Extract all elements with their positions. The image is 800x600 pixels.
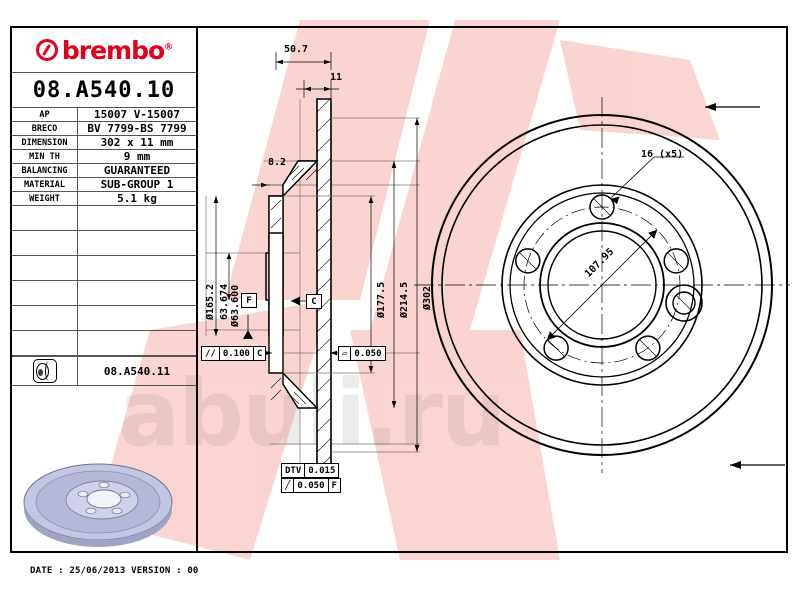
gdt-dtv: DTV 0.015 <box>281 463 340 478</box>
gdt-value: 0.050 <box>350 347 384 360</box>
gdt-datum: C <box>252 347 265 360</box>
secondary-part-row: 08.A540.11 <box>12 356 196 386</box>
gdt-label: DTV <box>285 465 302 476</box>
brembo-mark-icon <box>35 39 58 61</box>
disc-pictogram <box>12 357 78 385</box>
hole-callout: 16 (x5) <box>641 149 684 160</box>
gdt-value: 0.100 <box>218 347 253 360</box>
gdt-value: 0.015 <box>304 464 338 477</box>
row-value: BV 7799-BS 7799 <box>87 122 187 135</box>
gdt-datum: F <box>327 479 340 492</box>
gdt-parallelism: // 0.100 C <box>201 346 267 361</box>
table-row: MATERIAL SUB-GROUP 1 <box>12 178 196 192</box>
row-value: SUB-GROUP 1 <box>100 178 174 191</box>
row-label: DIMENSION <box>12 136 78 149</box>
row-label: BALANCING <box>12 164 78 177</box>
part-number: 08.A540.10 <box>12 73 196 108</box>
table-row-empty <box>12 331 196 356</box>
title-block: brembo® 08.A540.10 AP 15007 V-15007 BREC… <box>12 28 196 386</box>
table-row-empty <box>12 206 196 231</box>
gdt-symbol: // <box>205 348 216 359</box>
table-row-empty <box>12 231 196 256</box>
gdt-symbol: ╱ <box>285 480 291 491</box>
table-row-empty <box>12 306 196 331</box>
table-row: DIMENSION 302 x 11 mm <box>12 136 196 150</box>
datum-f-label: F <box>241 293 257 308</box>
dim-hat-offset: 8.2 <box>268 157 287 168</box>
row-label: WEIGHT <box>12 192 78 205</box>
brake-disc-icon <box>32 359 57 383</box>
table-row-empty <box>12 281 196 306</box>
row-label: BRECO <box>12 122 78 135</box>
dim-overall-width: 50.7 <box>284 44 309 55</box>
row-label: AP <box>12 108 78 121</box>
brand-logo-row: brembo® <box>12 28 196 73</box>
table-row: BALANCING GUARANTEED <box>12 164 196 178</box>
footer-date: DATE : 25/06/2013 VERSION : 00 <box>30 566 199 576</box>
row-value: 5.1 kg <box>117 192 157 205</box>
row-value: GUARANTEED <box>103 164 171 177</box>
dim-disc-thickness: 11 <box>330 72 343 83</box>
table-row-empty <box>12 256 196 281</box>
gdt-flatness: ▱ 0.050 <box>338 346 386 361</box>
brembo-logo: brembo® <box>35 35 173 65</box>
table-row: AP 15007 V-15007 <box>12 108 196 122</box>
gdt-value: 0.050 <box>293 479 327 492</box>
secondary-part-number: 08.A540.11 <box>103 364 171 378</box>
row-label: MATERIAL <box>12 178 78 191</box>
table-row: BRECO BV 7799-BS 7799 <box>12 122 196 136</box>
drawing-frame <box>10 26 788 553</box>
row-label: MIN TH <box>12 150 78 163</box>
gdt-symbol: ▱ <box>342 348 348 359</box>
product-photo <box>23 463 173 547</box>
row-value: 302 x 11 mm <box>100 136 174 149</box>
row-value: 9 mm <box>123 150 151 163</box>
table-row: MIN TH 9 mm <box>12 150 196 164</box>
gdt-runout: ╱ 0.050 F <box>281 478 341 493</box>
table-row: WEIGHT 5.1 kg <box>12 192 196 206</box>
datum-c-label: C <box>306 294 322 309</box>
row-value: 15007 V-15007 <box>93 108 181 121</box>
brand-name: brembo® <box>61 35 173 65</box>
frame-divider <box>196 26 198 553</box>
